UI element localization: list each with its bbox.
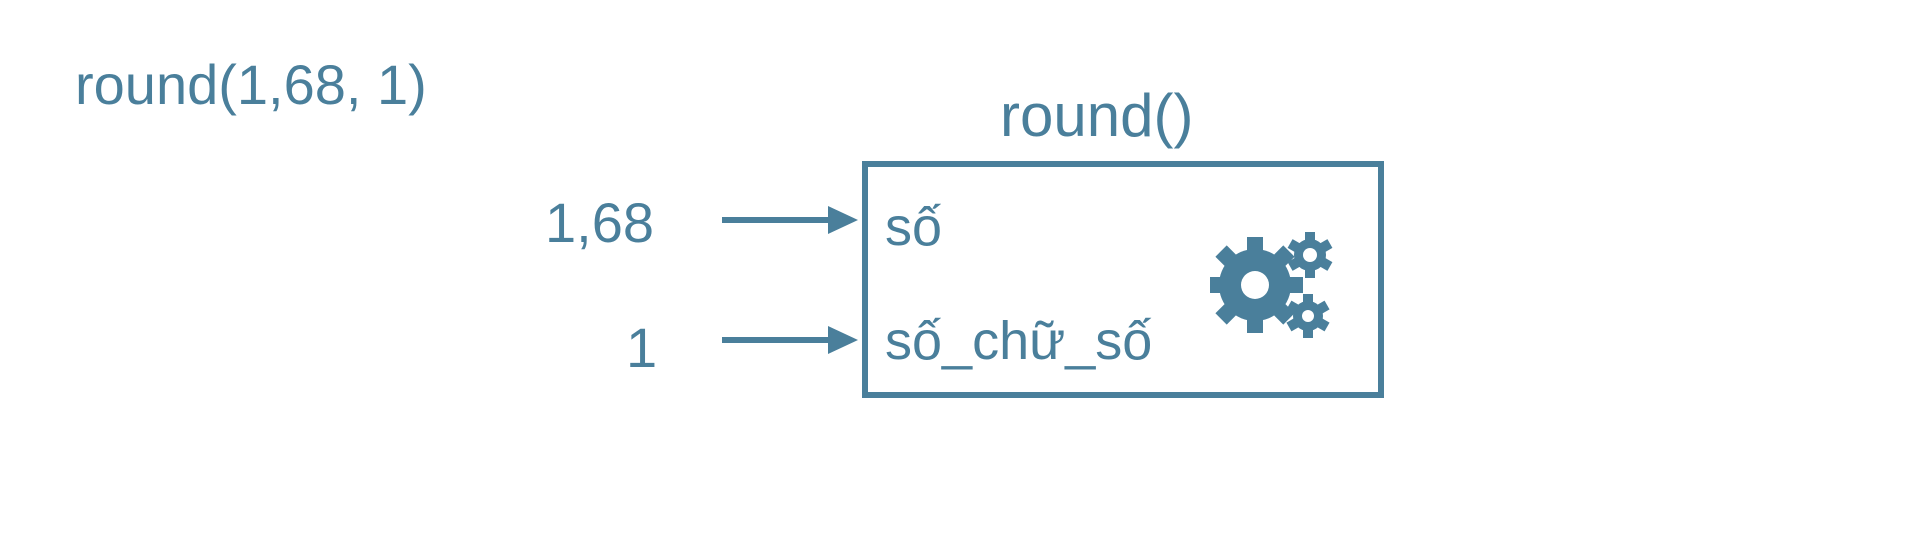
function-call-expression: round(1,68, 1): [75, 53, 427, 116]
gears-icon: [1210, 232, 1333, 338]
param-label-1: số: [885, 197, 943, 257]
arrow-right-icon: [722, 326, 858, 354]
function-box: [862, 161, 1384, 398]
input-value-1: 1,68: [545, 191, 654, 254]
function-title: round(): [1000, 82, 1194, 149]
input-value-2: 1: [626, 316, 658, 379]
param-label-2: số_chữ_số: [885, 311, 1153, 371]
arrow-right-icon: [722, 206, 858, 234]
